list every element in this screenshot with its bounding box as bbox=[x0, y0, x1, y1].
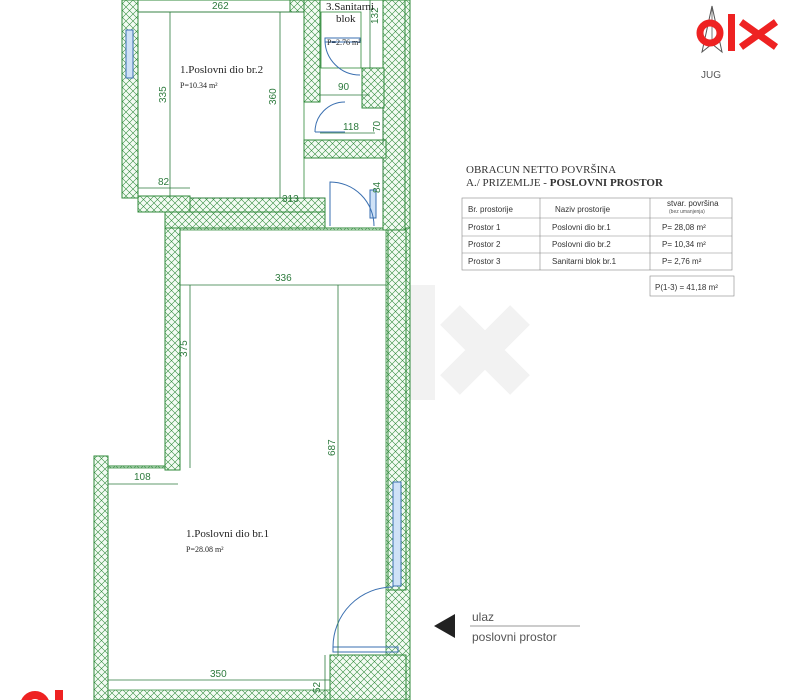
dim-375: 375 bbox=[179, 340, 190, 357]
col-header-id: Br. prostorije bbox=[468, 205, 513, 214]
wall-middle-left bbox=[164, 225, 181, 471]
dim-262: 262 bbox=[212, 1, 229, 12]
dim-335: 335 bbox=[158, 86, 169, 103]
row-2-id: Prostor 2 bbox=[468, 240, 501, 249]
svg-text:P=10.34 m²: P=10.34 m² bbox=[180, 81, 218, 90]
olx-logo bbox=[696, 14, 779, 51]
wall-partition-2 bbox=[303, 0, 321, 103]
dim-82: 82 bbox=[158, 177, 170, 188]
dim-108: 108 bbox=[134, 472, 151, 483]
dim-118: 118 bbox=[343, 122, 359, 133]
svg-text:1.Poslovni dio br.2: 1.Poslovni dio br.2 bbox=[180, 64, 263, 76]
svg-text:3.Sanitarni: 3.Sanitarni bbox=[326, 1, 374, 13]
svg-text:blok: blok bbox=[336, 13, 356, 25]
wall-partition-6 bbox=[164, 211, 326, 229]
dim-70: 70 bbox=[372, 120, 383, 132]
svg-text:P=28.08 m²: P=28.08 m² bbox=[186, 545, 224, 554]
wall-corner bbox=[329, 654, 407, 700]
wall-partition bbox=[189, 197, 326, 213]
entrance-label: ulaz bbox=[472, 610, 494, 624]
row-3-id: Prostor 3 bbox=[468, 257, 501, 266]
dim-52: 52 bbox=[312, 681, 323, 693]
dim-313: 313 bbox=[282, 194, 299, 205]
entrance-marker: ulaz poslovni prostor bbox=[434, 610, 580, 644]
wall-partition-5 bbox=[137, 195, 191, 213]
area-summary: OBRACUN NETTO POVRŠINA A./ PRIZEMLJE - P… bbox=[461, 164, 735, 297]
olx-logo-bottom bbox=[21, 690, 63, 700]
entrance-sublabel: poslovni prostor bbox=[472, 630, 557, 644]
wall-partition-4 bbox=[361, 67, 385, 109]
entrance-arrow-icon bbox=[434, 614, 455, 638]
dim-132: 132 bbox=[370, 7, 381, 24]
dim-350: 350 bbox=[210, 669, 227, 680]
summary-table bbox=[461, 197, 735, 297]
col-header-name: Naziv prostorije bbox=[555, 205, 611, 214]
dim-90: 90 bbox=[338, 82, 350, 93]
dim-687: 687 bbox=[327, 439, 338, 456]
room-label-sanitarni: 3.Sanitarni blok P=2.76 m² bbox=[326, 1, 374, 47]
dim-336: 336 bbox=[275, 273, 292, 284]
dim-84: 84 bbox=[372, 181, 383, 193]
col-header-area-note: (bez umanjenja) bbox=[669, 209, 705, 215]
compass-label: JUG bbox=[701, 70, 721, 81]
room-label-poslovni-1: 1.Poslovni dio br.1 P=28.08 m² bbox=[186, 528, 269, 554]
row-3-name: Sanitarni blok br.1 bbox=[552, 257, 617, 266]
summary-total: P(1-3) = 41,18 m² bbox=[655, 283, 718, 292]
svg-text:1.Poslovni dio br.1: 1.Poslovni dio br.1 bbox=[186, 528, 269, 540]
row-1-id: Prostor 1 bbox=[468, 223, 501, 232]
row-1-name: Poslovni dio br.1 bbox=[552, 223, 611, 232]
dim-360: 360 bbox=[268, 88, 279, 105]
row-1-area: P= 28,08 m² bbox=[662, 223, 706, 232]
dimension-lines bbox=[108, 0, 386, 700]
windows bbox=[125, 29, 402, 587]
col-header-area: stvar. površina bbox=[667, 199, 719, 208]
row-2-name: Poslovni dio br.2 bbox=[552, 240, 611, 249]
row-3-area: P= 2,76 m² bbox=[662, 257, 702, 266]
row-2-area: P= 10,34 m² bbox=[662, 240, 706, 249]
wall-partition-3 bbox=[303, 139, 387, 159]
summary-title: OBRACUN NETTO POVRŠINA bbox=[466, 164, 616, 176]
room-fills bbox=[107, 11, 387, 691]
svg-text:P=2.76 m²: P=2.76 m² bbox=[327, 38, 361, 47]
summary-subtitle: A./ PRIZEMLJE - POSLOVNI PROSTOR bbox=[466, 177, 664, 189]
wall-left-strip bbox=[93, 455, 109, 700]
doors bbox=[314, 37, 399, 653]
room-label-poslovni-2: 1.Poslovni dio br.2 P=10.34 m² bbox=[180, 64, 263, 90]
wall-top-right bbox=[382, 0, 406, 231]
